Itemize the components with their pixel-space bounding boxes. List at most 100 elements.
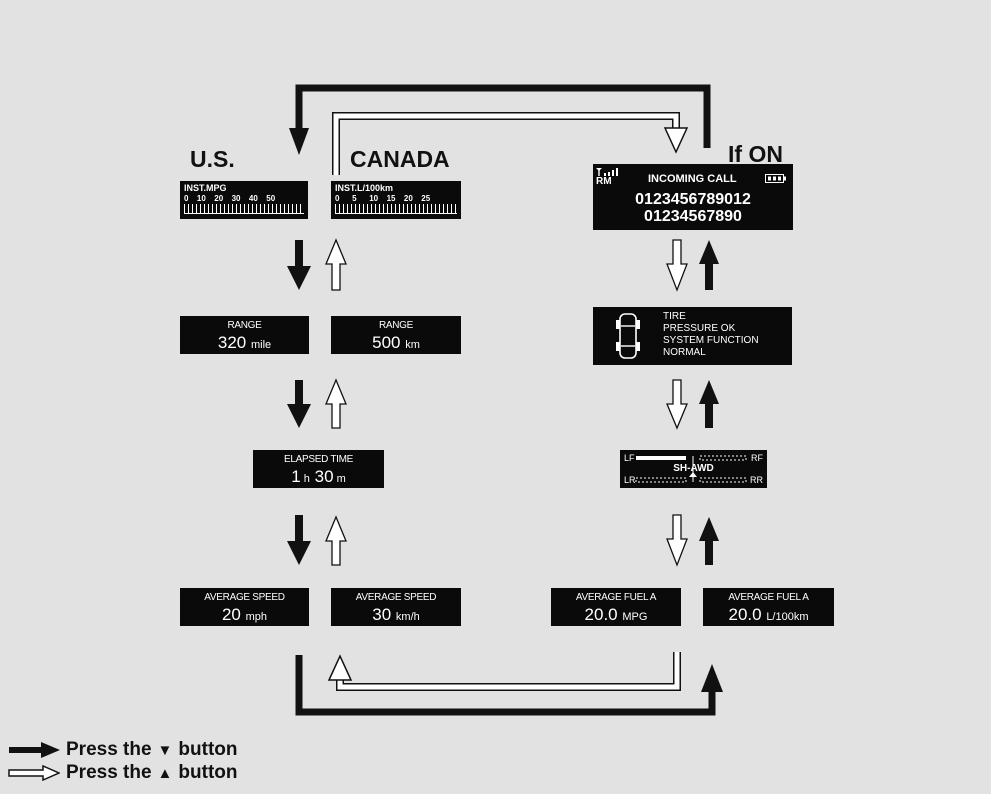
us-inst-mpg-display: INST.MPG 0 10 20 30 40 50	[180, 181, 308, 219]
incoming-call-title: INCOMING CALL	[648, 173, 737, 185]
elapsed-minutes-unit: m	[336, 473, 346, 485]
us-down-arrow-1	[287, 240, 311, 290]
canada-inst-gauge-bar	[335, 204, 457, 214]
us-average-fuel-unit: MPG	[622, 611, 648, 623]
canada-average-fuel-value-line: 20.0 L/100km	[703, 605, 834, 625]
us-average-speed-display: AVERAGE SPEED 20 mph	[180, 588, 309, 626]
legend-down-prefix: Press the	[66, 739, 152, 760]
white-arrow-icon	[8, 765, 60, 781]
us-average-speed-unit: mph	[245, 611, 268, 623]
us-inst-gauge-bar	[184, 204, 304, 214]
us-average-speed-value: 20	[221, 605, 241, 624]
us-down-arrow-3	[287, 515, 311, 565]
bottom-loop-white-fill	[337, 652, 680, 690]
right-down-arrow-3	[666, 514, 688, 567]
canada-inst-display: INST.L/100km 0 5 10 15 20 25	[331, 181, 461, 219]
us-average-fuel-display: AVERAGE FUEL A 20.0 MPG	[551, 588, 681, 626]
top-loop-white-fill	[333, 113, 679, 175]
right-down-arrow-2	[666, 379, 688, 430]
us-down-arrow-2	[287, 380, 311, 428]
canada-range-display: RANGE 500 km	[331, 316, 461, 354]
us-average-fuel-label: AVERAGE FUEL A	[575, 592, 657, 603]
black-arrow-icon	[9, 742, 60, 758]
us-range-value-line: 320 mile	[180, 333, 309, 353]
elapsed-time-display: ELAPSED TIME 1 h 30 m	[253, 450, 384, 488]
awd-lf-label: LF	[624, 453, 635, 463]
battery-icon	[765, 174, 786, 183]
us-average-speed-value-line: 20 mph	[180, 605, 309, 625]
canada-up-arrow-1	[325, 238, 347, 291]
incoming-number-1: 0123456789012	[635, 191, 751, 208]
roaming-status: RM	[596, 176, 612, 187]
awd-rr-label: RR	[750, 475, 763, 485]
incoming-number-2: 01234567890	[644, 208, 742, 225]
canada-inst-scale: 0 5 10 15 20 25	[335, 194, 431, 203]
canada-average-speed-display: AVERAGE SPEED 30 km/h	[331, 588, 461, 626]
bottom-loop-white-outline	[336, 652, 681, 691]
canada-up-arrow-2	[325, 378, 347, 429]
bottom-loop-black-arrowhead	[701, 664, 723, 692]
top-loop-white-arrowhead	[663, 127, 689, 154]
canada-average-fuel-value: 20.0	[728, 605, 762, 624]
us-range-display: RANGE 320 mile	[180, 316, 309, 354]
incoming-call-display: RM INCOMING CALL 0123456789012 012345678…	[593, 164, 793, 230]
canada-range-label: RANGE	[378, 320, 414, 331]
tire-pressure-display: TIRE PRESSURE OK SYSTEM FUNCTION NORMAL	[593, 307, 792, 365]
top-loop-black-line	[295, 84, 711, 148]
right-up-arrow-1	[699, 240, 719, 290]
top-loop-black-arrowhead	[289, 128, 309, 155]
us-average-fuel-value-line: 20.0 MPG	[551, 605, 681, 625]
car-top-view-icon	[616, 313, 640, 359]
legend-up-prefix: Press the	[66, 762, 152, 783]
canada-average-speed-label: AVERAGE SPEED	[355, 592, 437, 603]
legend-up-button: Press the ▲ button	[8, 762, 237, 784]
right-up-arrow-3	[699, 517, 719, 565]
canada-average-speed-value: 30	[372, 605, 392, 624]
canada-inst-label: INST.L/100km	[335, 183, 394, 193]
us-header: U.S.	[190, 146, 235, 172]
us-range-unit: mile	[250, 339, 272, 351]
legend-down-suffix: button	[178, 739, 238, 760]
awd-lr-label: LR	[624, 475, 636, 485]
elapsed-time-value-line: 1 h 30 m	[253, 467, 384, 487]
us-range-label: RANGE	[227, 320, 262, 331]
right-up-arrow-2	[699, 380, 719, 428]
elapsed-minutes: 30	[314, 467, 334, 486]
legend-down-button: Press the ▼ button	[8, 739, 237, 761]
tire-status-text: TIRE PRESSURE OK SYSTEM FUNCTION NORMAL	[663, 311, 759, 359]
canada-average-fuel-label: AVERAGE FUEL A	[728, 592, 809, 603]
if-on-header: If ON	[728, 141, 783, 167]
tire-status-line-4: NORMAL	[663, 347, 706, 358]
sh-awd-display: LF RF LR RR SH-AWD	[620, 450, 767, 488]
down-triangle-icon: ▼	[157, 741, 173, 759]
bottom-loop-black-line	[295, 655, 716, 716]
canada-range-value: 500	[372, 333, 401, 352]
bottom-loop-white-arrowhead	[327, 654, 353, 681]
right-down-arrow-1	[666, 239, 688, 292]
awd-rf-label: RF	[751, 453, 763, 463]
elapsed-hours: 1	[291, 467, 301, 486]
elapsed-hours-unit: h	[303, 473, 310, 485]
tire-status-line-2: PRESSURE OK	[663, 323, 736, 334]
canada-range-unit: km	[405, 339, 420, 351]
elapsed-time-label: ELAPSED TIME	[283, 454, 354, 465]
legend-up-suffix: button	[178, 762, 238, 783]
canada-average-speed-value-line: 30 km/h	[331, 605, 461, 625]
signal-strength-icon	[596, 168, 618, 176]
us-inst-scale: 0 10 20 30 40 50	[184, 194, 276, 203]
us-average-fuel-value: 20.0	[584, 605, 618, 624]
canada-average-speed-unit: km/h	[395, 611, 420, 623]
tire-status-line-3: SYSTEM FUNCTION	[663, 335, 759, 346]
awd-torque-bars-icon	[635, 455, 747, 483]
us-average-speed-label: AVERAGE SPEED	[204, 592, 285, 603]
tire-status-line-1: TIRE	[663, 311, 686, 322]
up-triangle-icon: ▲	[157, 764, 173, 782]
us-inst-label: INST.MPG	[184, 183, 227, 193]
canada-up-arrow-3	[325, 515, 347, 566]
canada-header: CANADA	[350, 146, 450, 172]
canada-average-fuel-display: AVERAGE FUEL A 20.0 L/100km	[703, 588, 834, 626]
canada-range-value-line: 500 km	[331, 333, 461, 353]
canada-average-fuel-unit: L/100km	[766, 611, 809, 623]
us-range-value: 320	[217, 333, 247, 352]
